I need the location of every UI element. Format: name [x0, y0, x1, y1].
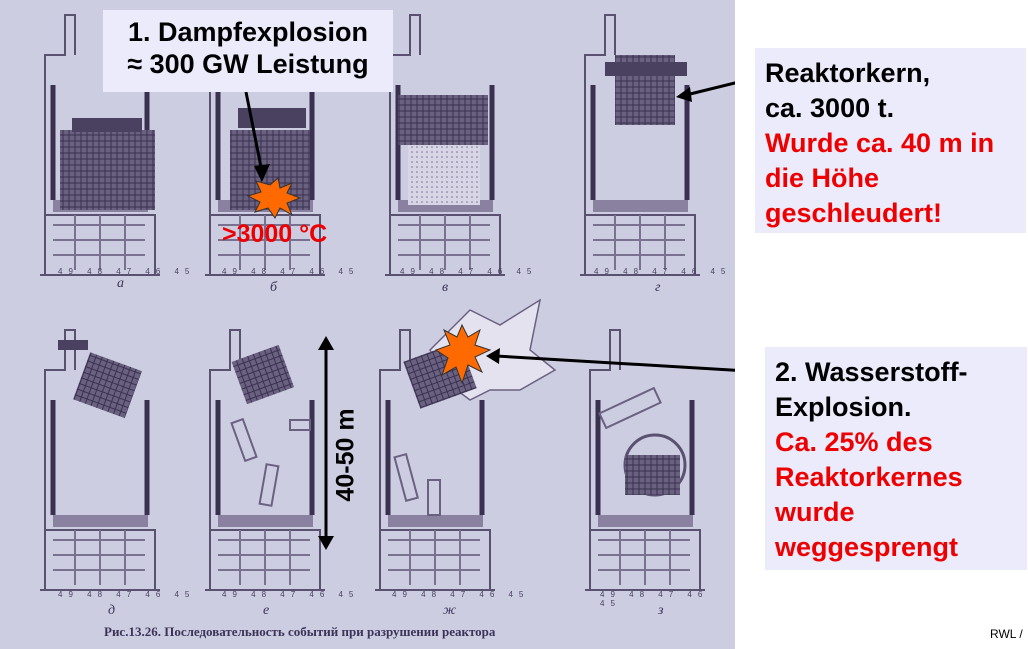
reactor-diagram	[0, 0, 735, 649]
figure-caption: Рис.13.26. Последовательность событий пр…	[104, 624, 496, 639]
height-label: 40-50 m	[331, 408, 360, 502]
panel-letter-a: а	[117, 276, 124, 291]
panel-a	[40, 15, 160, 275]
footer-credit: RWL /	[990, 627, 1023, 641]
hydrogen-explosion-note-1: Ca. 25% des	[775, 427, 933, 457]
panel-letter-b: б	[270, 280, 278, 295]
panel-e	[40, 330, 160, 590]
reactor-core-title: Reaktorkern,	[765, 58, 931, 88]
panel-c	[385, 15, 505, 275]
arrows	[244, 81, 735, 543]
hydrogen-explosion-note-3: wurde	[775, 497, 855, 527]
steam-explosion-title: 1. Dampfexplosion	[127, 17, 369, 47]
temperature-label: >3000 °C	[222, 220, 328, 248]
axis-ticks-b: 49 48 47 46 45	[222, 267, 360, 276]
panel-letter-g: ж	[443, 603, 457, 618]
axis-ticks-f: 49 48 47 46 45	[222, 590, 360, 599]
hydrogen-explosion-burst	[434, 323, 492, 385]
reactor-core-mass: ca. 3000 t.	[765, 93, 895, 123]
hydrogen-explosion-subtitle: Explosion.	[775, 392, 912, 422]
panel-d	[580, 15, 700, 275]
axis-ticks-h: 49 48 47 46 45	[600, 590, 709, 608]
reactor-core-note-2: die Höhe	[765, 163, 880, 193]
reactor-core-note-1: Wurde ca. 40 m in	[765, 128, 995, 158]
hydrogen-explosion-note-2: Reaktorkernes	[775, 462, 963, 492]
reactor-core-note-3: geschleudert!	[765, 198, 943, 228]
hydrogen-explosion-callout: 2. Wasserstoff- Explosion. Ca. 25% des R…	[765, 347, 1027, 570]
steam-explosion-callout: 1. Dampfexplosion ≈ 300 GW Leistung	[103, 10, 393, 92]
panel-h	[585, 330, 705, 590]
panel-letter-d: г	[655, 280, 661, 295]
reactor-core-callout: Reaktorkern, ca. 3000 t. Wurde ca. 40 m …	[755, 48, 1026, 233]
hydrogen-explosion-title: 2. Wasserstoff-	[775, 357, 968, 387]
panel-letter-e: д	[108, 603, 116, 618]
reactor-destruction-photo: а б в г д е ж з 49 48 47 46 45 49 48 47 …	[0, 0, 735, 649]
axis-ticks-e: 49 48 47 46 45	[58, 590, 196, 599]
axis-ticks-d: 49 48 47 46 45	[594, 267, 732, 276]
axis-ticks-a: 49 48 47 46 45	[58, 267, 196, 276]
axis-ticks-g: 49 48 47 46 45	[392, 590, 530, 599]
steam-explosion-power: ≈ 300 GW Leistung	[127, 49, 369, 79]
axis-ticks-c: 49 48 47 46 45	[400, 267, 538, 276]
panel-letter-h: з	[658, 603, 664, 618]
steam-explosion-burst	[246, 177, 302, 219]
panel-letter-f: е	[263, 603, 270, 618]
panel-f	[205, 330, 325, 590]
hydrogen-explosion-note-4: weggesprengt	[775, 532, 959, 562]
panel-letter-c: в	[442, 280, 449, 295]
